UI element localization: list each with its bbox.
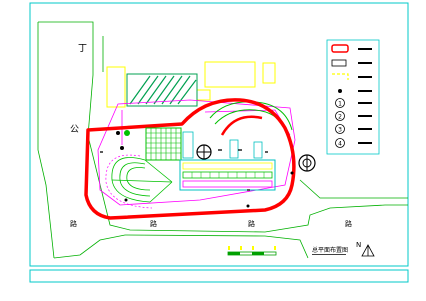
- legend-symbol-1: 1: [335, 98, 345, 108]
- hatched-building: [126, 73, 198, 107]
- street-label-west: 公: [70, 124, 79, 135]
- road-outlines: [37, 21, 408, 259]
- legend-description-bars: [358, 48, 372, 144]
- site-marker-2: [298, 154, 316, 172]
- north-arrow-icon: N: [356, 241, 375, 257]
- legend-dot: [338, 89, 342, 93]
- legend-symbol-4: 4: [335, 138, 345, 148]
- svg-text:2: 2: [338, 114, 342, 121]
- legend-symbol-2: 2: [335, 111, 345, 121]
- legend-frame: [326, 39, 380, 155]
- svg-text:3: 3: [338, 127, 342, 134]
- fan-structure: [111, 157, 173, 203]
- street-label-south-3: 路: [248, 219, 255, 228]
- site-marker-1: [196, 144, 212, 160]
- legend: 1 2 3 4: [326, 39, 380, 155]
- green-dot-marker: [124, 130, 130, 136]
- red-route-loop: [84, 98, 296, 220]
- legend-swatch-box: [331, 59, 347, 67]
- svg-text:N: N: [356, 241, 361, 249]
- street-label-south-1: 路: [70, 219, 77, 228]
- red-route-inner: [220, 115, 263, 136]
- svg-text:4: 4: [338, 141, 342, 148]
- cyan-strips: [182, 131, 263, 159]
- svg-text:1: 1: [338, 101, 342, 108]
- drawing-title: 总平面布置图: [312, 246, 348, 254]
- street-label-south-2: 路: [150, 219, 157, 228]
- drawing-frame: [29, 2, 409, 267]
- legend-swatch-yellow: [332, 73, 349, 80]
- small-circle-markers: [116, 131, 294, 208]
- fan-structure-dashes: [105, 154, 153, 209]
- grid-building: [145, 127, 182, 161]
- legend-symbol-3: 3: [335, 124, 345, 134]
- scale-bar: [227, 246, 277, 256]
- dash-marks: [100, 149, 268, 191]
- building-band: [179, 159, 276, 191]
- street-label-north: 丁: [78, 44, 87, 54]
- street-label-east: 路: [345, 219, 352, 228]
- legend-swatch-red: [331, 44, 349, 53]
- title-strip: [29, 269, 409, 283]
